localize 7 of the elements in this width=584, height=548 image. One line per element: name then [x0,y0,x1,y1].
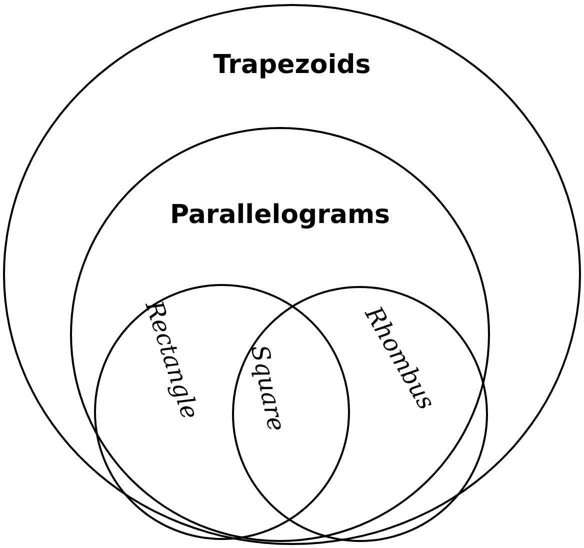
circle [232,286,488,542]
outer-circle [3,4,581,545]
set-label: Parallelograms [170,200,390,230]
circle [94,284,350,540]
handwritten-label: Square [245,342,291,434]
inner-circle [70,127,490,542]
set-label: Trapezoids [213,50,371,80]
